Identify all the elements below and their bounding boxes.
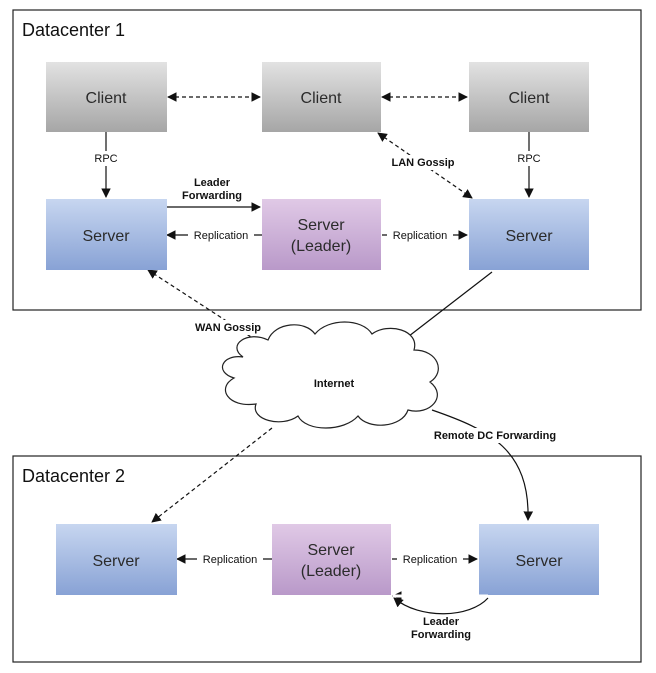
dc2-server-right: Server [479, 524, 599, 595]
dc2-replication-label-left: Replication [203, 554, 257, 566]
remote-dc-forwarding-arrow [431, 409, 534, 521]
dc1-replication-label-left: Replication [194, 230, 248, 242]
dc1-leader-forwarding-label-2: Forwarding [182, 190, 242, 202]
node-label: Server [82, 228, 130, 245]
datacenter-1-title: Datacenter 1 [22, 20, 125, 40]
internet-label: Internet [314, 378, 355, 390]
node-label-line-2: (Leader) [291, 238, 351, 255]
internet-link-dc1 [399, 271, 493, 344]
remote-dc-forwarding-label: Remote DC Forwarding [434, 430, 556, 442]
dc2-leader-forwarding-curve [393, 597, 489, 615]
wan-gossip-link-dc1 [147, 269, 269, 349]
rpc-label-right: RPC [517, 153, 540, 165]
node-label: Server [505, 228, 553, 245]
node-label-line-2: (Leader) [301, 563, 361, 580]
dc1-client-middle: Client [262, 62, 381, 132]
lan-gossip-label: LAN Gossip [392, 157, 455, 169]
node-label-line-1: Server [307, 542, 355, 559]
dc1-server-leader: Server (Leader) [262, 199, 381, 270]
dc1-replication-label-right: Replication [393, 230, 447, 242]
node-label: Client [301, 90, 342, 107]
dc1-server-right: Server [469, 199, 589, 270]
dc1-server-left: Server [46, 199, 167, 270]
dc2-server-left: Server [56, 524, 177, 595]
node-label: Server [92, 553, 140, 570]
wan-gossip-link-dc2 [151, 427, 273, 523]
node-label: Server [515, 553, 563, 570]
node-label: Client [86, 90, 127, 107]
dc2-replication-label-right: Replication [403, 554, 457, 566]
node-label: Client [509, 90, 550, 107]
datacenter-1-frame [12, 9, 642, 311]
dc1-leader-forwarding-label-1: Leader [194, 177, 231, 189]
dc1-client-right: Client [469, 62, 589, 132]
internet-cloud: Internet [221, 321, 439, 429]
dc1-client-left: Client [46, 62, 167, 132]
datacenter-2-title: Datacenter 2 [22, 466, 125, 486]
dc2-leader-forwarding-label-2: Forwarding [411, 629, 471, 641]
dc2-server-leader: Server (Leader) [272, 524, 391, 595]
wan-gossip-label: WAN Gossip [195, 322, 261, 334]
node-label-line-1: Server [297, 217, 345, 234]
rpc-label-left: RPC [94, 153, 117, 165]
datacenter-2-frame [12, 455, 642, 663]
dc2-leader-forwarding-label-1: Leader [423, 616, 460, 628]
